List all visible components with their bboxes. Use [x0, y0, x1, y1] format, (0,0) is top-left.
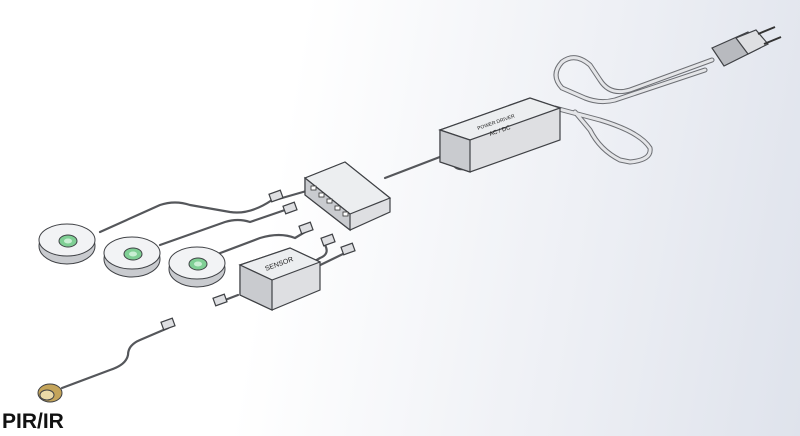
light-cables — [98, 188, 356, 272]
sensor-box: SENSOR — [238, 247, 322, 311]
pir-label: PIR/IR — [2, 410, 64, 433]
power-cable — [552, 55, 715, 165]
puck-light — [103, 236, 161, 278]
power-driver: POWER DRIVER AC / DC — [438, 97, 562, 173]
distribution-hub — [303, 161, 392, 232]
ac-plug — [711, 26, 782, 67]
driver-hub-cable — [383, 153, 447, 180]
puck-light — [168, 246, 226, 288]
pir-cable — [60, 293, 240, 390]
pir-sensor — [37, 383, 63, 403]
puck-light — [38, 223, 96, 265]
